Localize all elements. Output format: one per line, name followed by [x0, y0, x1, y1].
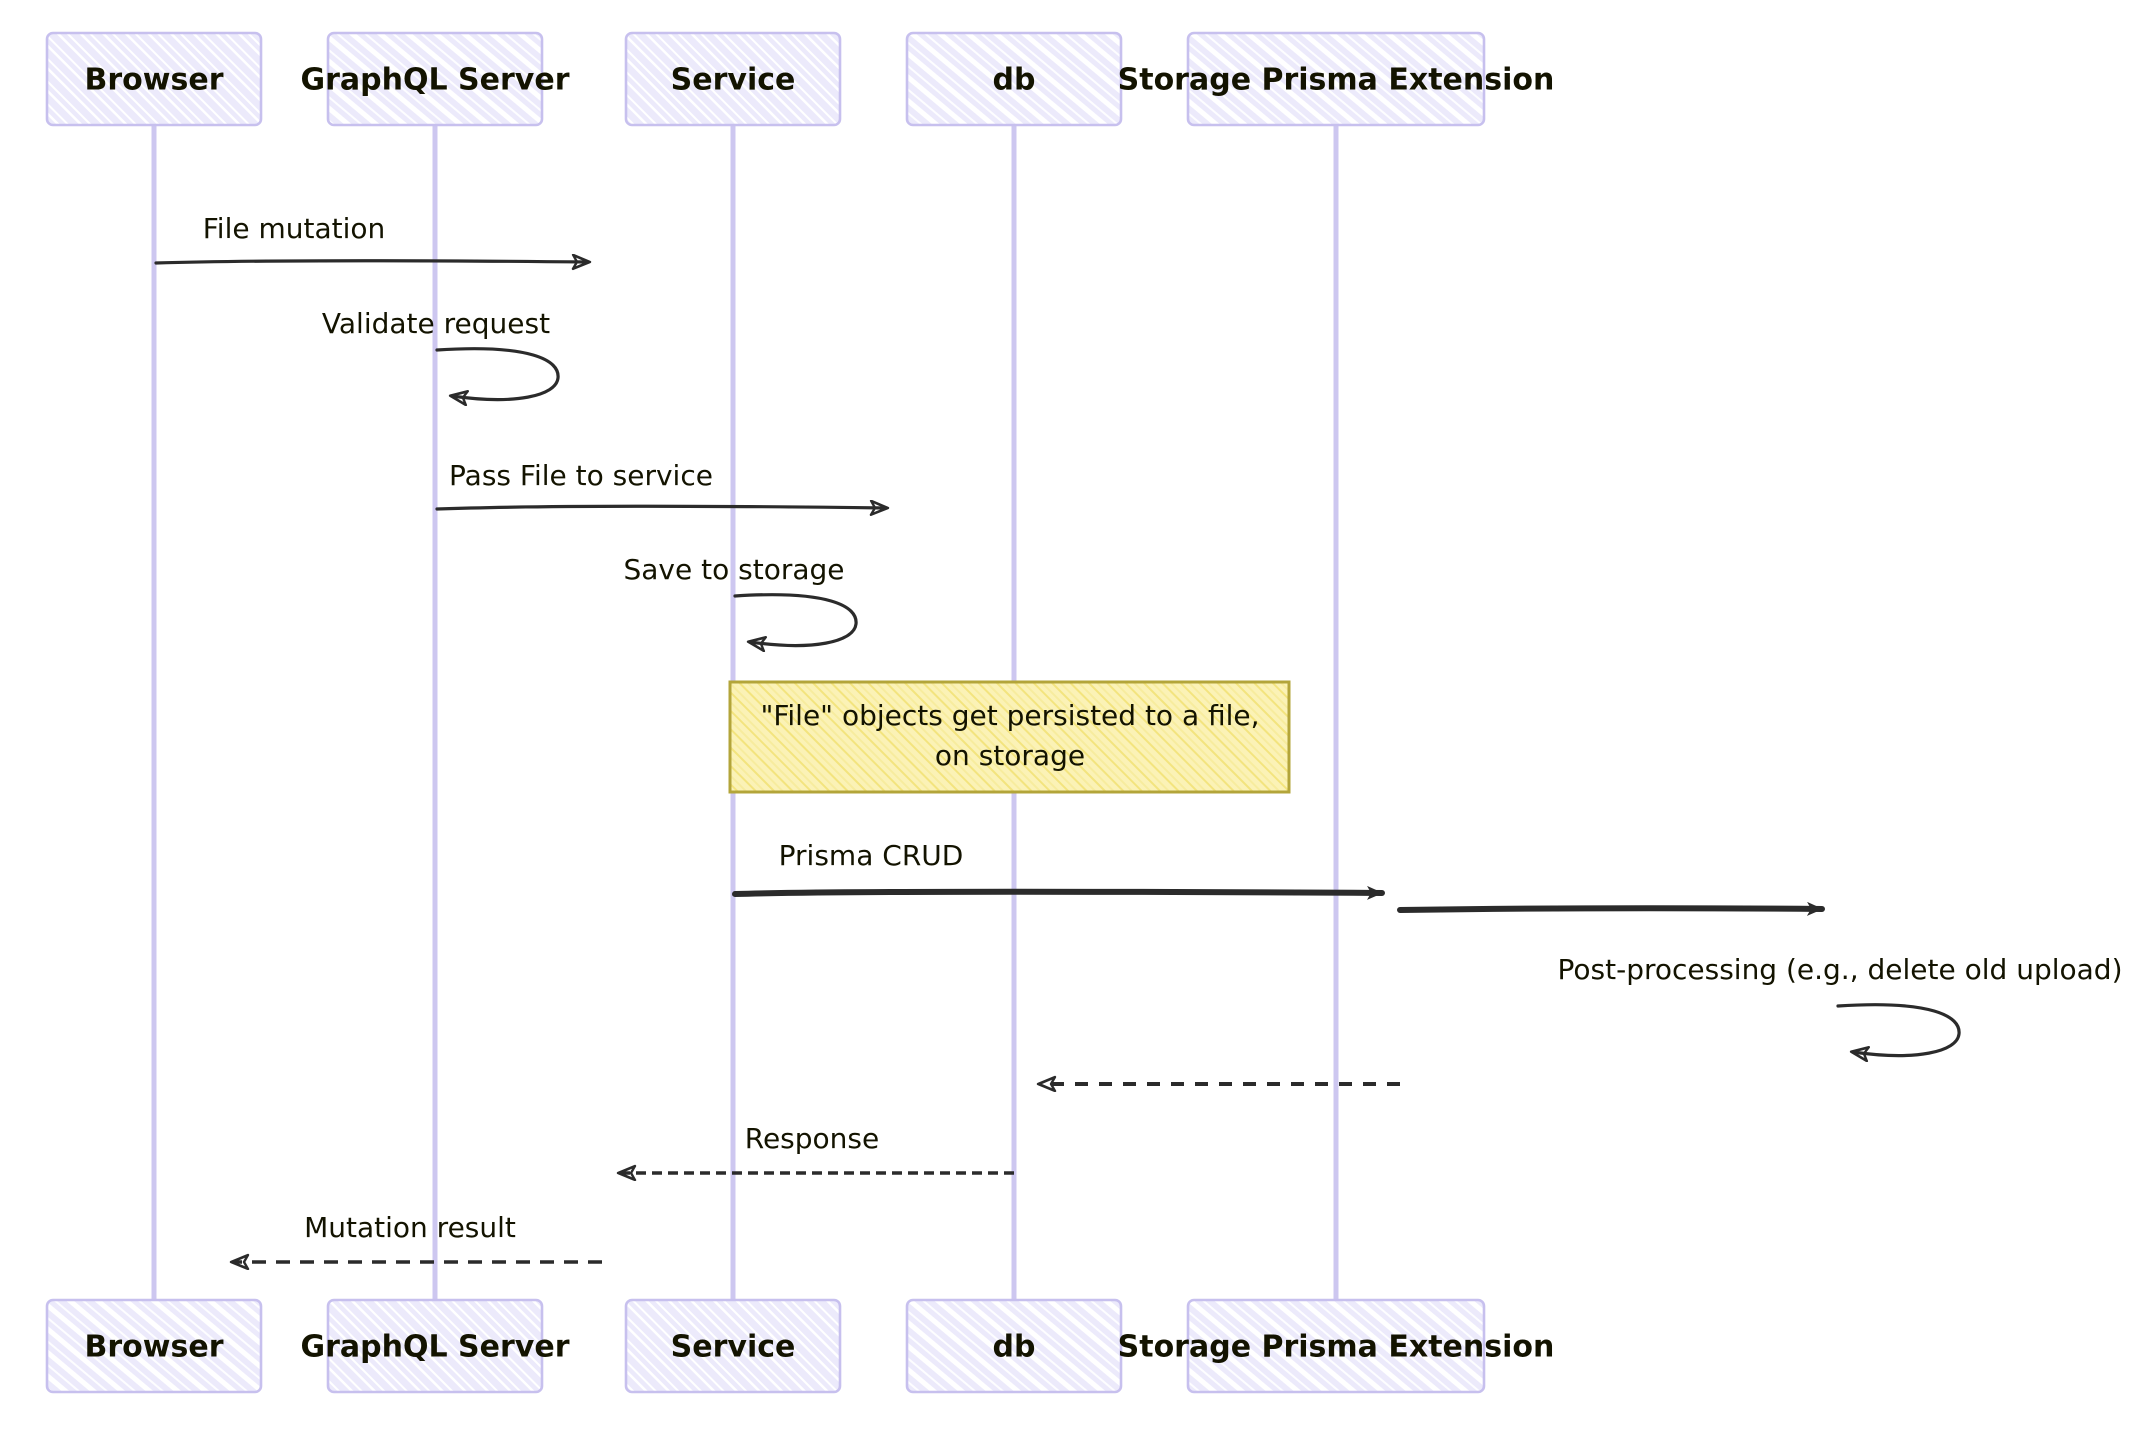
message-db-to-storage[interactable] [1397, 901, 1825, 916]
actor-label-graphql-bottom: GraphQL Server [300, 1330, 569, 1365]
message-save-to-storage[interactable]: Save to storage [623, 553, 858, 646]
actor-boxes-bottom: Browser GraphQL Server Service db Storag… [45, 1298, 1555, 1394]
actor-box-db-bottom[interactable]: db [905, 1298, 1123, 1394]
message-post-processing[interactable]: Post-processing (e.g., delete old upload… [1558, 953, 2123, 1056]
actor-box-storage-bottom[interactable]: Storage Prisma Extension [1118, 1298, 1555, 1394]
note-file-persisted: "File" objects get persisted to a file, … [728, 680, 1291, 794]
message-prisma-crud[interactable]: Prisma CRUD [732, 839, 1385, 900]
actor-label-storage-bottom: Storage Prisma Extension [1118, 1330, 1555, 1365]
actor-label-graphql-top: GraphQL Server [300, 63, 569, 98]
message-label-file-mutation: File mutation [203, 212, 386, 245]
message-label-pass-file-to-service: Pass File to service [449, 459, 713, 492]
message-file-mutation[interactable]: File mutation [154, 212, 588, 263]
actor-box-browser-top[interactable]: Browser [45, 31, 263, 127]
actor-label-storage-top: Storage Prisma Extension [1118, 63, 1555, 98]
actor-label-db-bottom: db [993, 1330, 1036, 1365]
note-line-1: "File" objects get persisted to a file, [760, 699, 1259, 732]
actor-box-graphql-top[interactable]: GraphQL Server [300, 31, 570, 127]
message-validate-request[interactable]: Validate request [322, 307, 560, 400]
note-line-2: on storage [935, 739, 1085, 772]
message-label-validate-request: Validate request [322, 307, 550, 340]
actor-label-browser-bottom: Browser [85, 1330, 224, 1365]
message-pass-file-to-service[interactable]: Pass File to service [435, 459, 886, 509]
actor-label-service-top: Service [671, 63, 796, 98]
actor-box-service-bottom[interactable]: Service [624, 1298, 842, 1394]
actor-label-db-top: db [993, 63, 1036, 98]
actor-box-graphql-bottom[interactable]: GraphQL Server [300, 1298, 570, 1394]
actor-label-browser-top: Browser [85, 63, 224, 98]
message-label-save-to-storage: Save to storage [623, 553, 844, 586]
actor-box-storage-top[interactable]: Storage Prisma Extension [1118, 31, 1555, 127]
message-mutation-result[interactable]: Mutation result [233, 1211, 602, 1262]
actor-boxes-top: Browser GraphQL Server Service db Storag… [45, 31, 1555, 127]
actor-box-service-top[interactable]: Service [624, 31, 842, 127]
message-response[interactable]: Response [620, 1122, 1014, 1173]
message-label-post-processing: Post-processing (e.g., delete old upload… [1558, 953, 2123, 986]
message-label-response: Response [745, 1122, 879, 1155]
message-label-prisma-crud: Prisma CRUD [779, 839, 964, 872]
actor-box-browser-bottom[interactable]: Browser [45, 1298, 263, 1394]
actor-box-db-top[interactable]: db [905, 31, 1123, 127]
actor-label-service-bottom: Service [671, 1330, 796, 1365]
message-label-mutation-result: Mutation result [304, 1211, 516, 1244]
